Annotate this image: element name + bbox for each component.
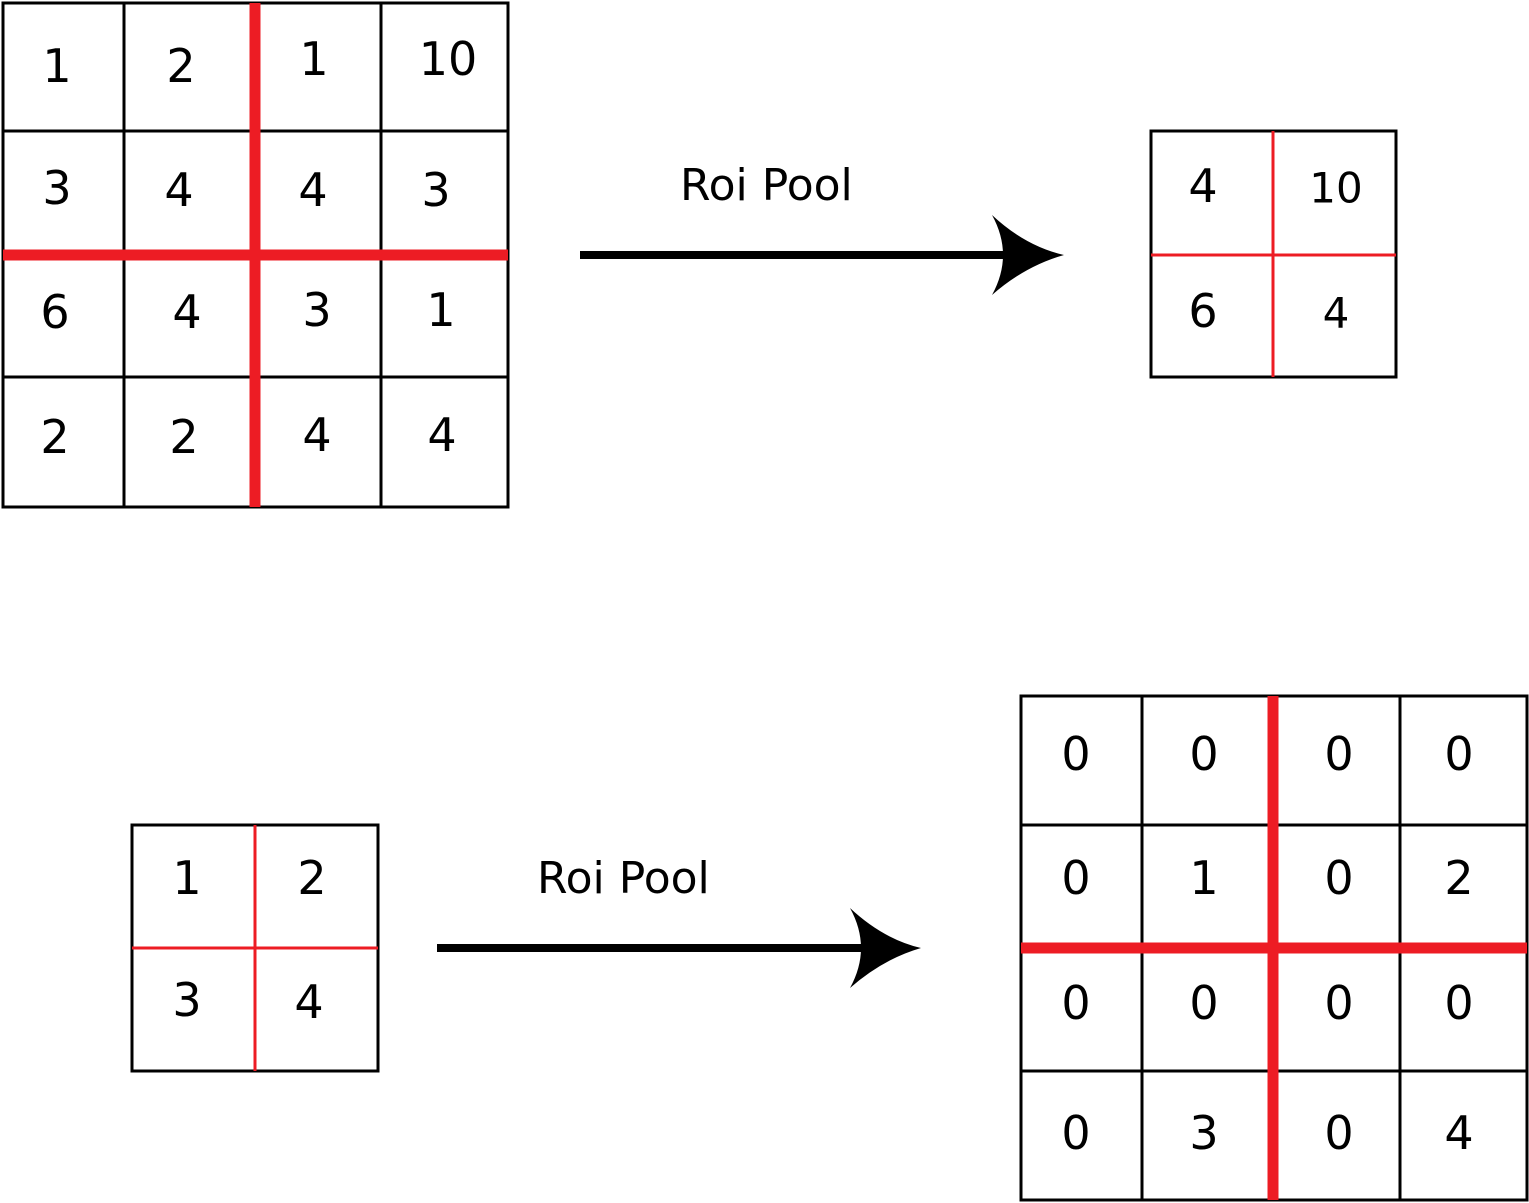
grid-cell: 2 <box>166 39 195 93</box>
grid-cell: 6 <box>1188 284 1217 338</box>
bottom-roi-pool-arrow: Roi Pool <box>437 853 921 988</box>
grid-cell: 2 <box>169 410 198 464</box>
bottom-output-grid: 0 0 0 0 0 1 0 2 0 0 0 0 0 3 0 4 <box>1019 694 1529 1202</box>
grid-cell: 0 <box>1061 727 1090 781</box>
grid-cell: 4 <box>164 163 193 217</box>
grid-cell: 4 <box>294 975 323 1029</box>
grid-cell: 1 <box>426 283 455 337</box>
top-input-grid: 1 2 1 10 3 4 4 3 6 4 3 1 2 2 4 4 <box>1 1 510 509</box>
grid-cell: 0 <box>1324 976 1353 1030</box>
grid-cell: 0 <box>1061 976 1090 1030</box>
grid-cell: 2 <box>40 410 69 464</box>
arrow-head-icon <box>850 908 921 988</box>
grid-cell: 0 <box>1324 727 1353 781</box>
grid-cell: 10 <box>1309 164 1362 213</box>
grid-cell: 2 <box>1444 851 1473 905</box>
grid-cell: 3 <box>302 283 331 337</box>
top-roi-pool-arrow: Roi Pool <box>580 160 1064 295</box>
grid-cell: 4 <box>1323 289 1350 338</box>
grid-cell: 1 <box>1189 851 1218 905</box>
grid-cell: 3 <box>172 973 201 1027</box>
grid-cell: 4 <box>172 285 201 339</box>
grid-cell: 4 <box>427 408 456 462</box>
bottom-input-grid: 1 2 3 4 <box>130 823 380 1073</box>
grid-cell: 1 <box>299 32 328 86</box>
grid-cell: 4 <box>1444 1106 1473 1160</box>
grid-cell: 3 <box>421 163 450 217</box>
grid-cell: 0 <box>1444 976 1473 1030</box>
grid-cell: 4 <box>298 163 327 217</box>
top-output-grid: 4 10 6 4 <box>1149 129 1398 379</box>
grid-cell: 3 <box>1189 1106 1218 1160</box>
arrow-head-icon <box>992 215 1064 295</box>
arrow-label: Roi Pool <box>680 160 853 211</box>
grid-cell: 1 <box>42 39 71 93</box>
grid-cell: 10 <box>419 32 478 86</box>
grid-cell: 0 <box>1189 727 1218 781</box>
grid-cell: 4 <box>302 408 331 462</box>
grid-cell: 2 <box>297 851 326 905</box>
grid-cell: 6 <box>40 285 69 339</box>
grid-cell: 3 <box>42 161 71 215</box>
grid-cell: 0 <box>1324 1106 1353 1160</box>
grid-cell: 0 <box>1444 727 1473 781</box>
grid-cell: 1 <box>172 851 201 905</box>
grid-cell: 4 <box>1188 159 1217 213</box>
arrow-label: Roi Pool <box>537 853 710 904</box>
grid-cell: 0 <box>1061 1106 1090 1160</box>
grid-cell: 0 <box>1324 851 1353 905</box>
grid-cell: 0 <box>1061 851 1090 905</box>
grid-cell: 0 <box>1189 976 1218 1030</box>
